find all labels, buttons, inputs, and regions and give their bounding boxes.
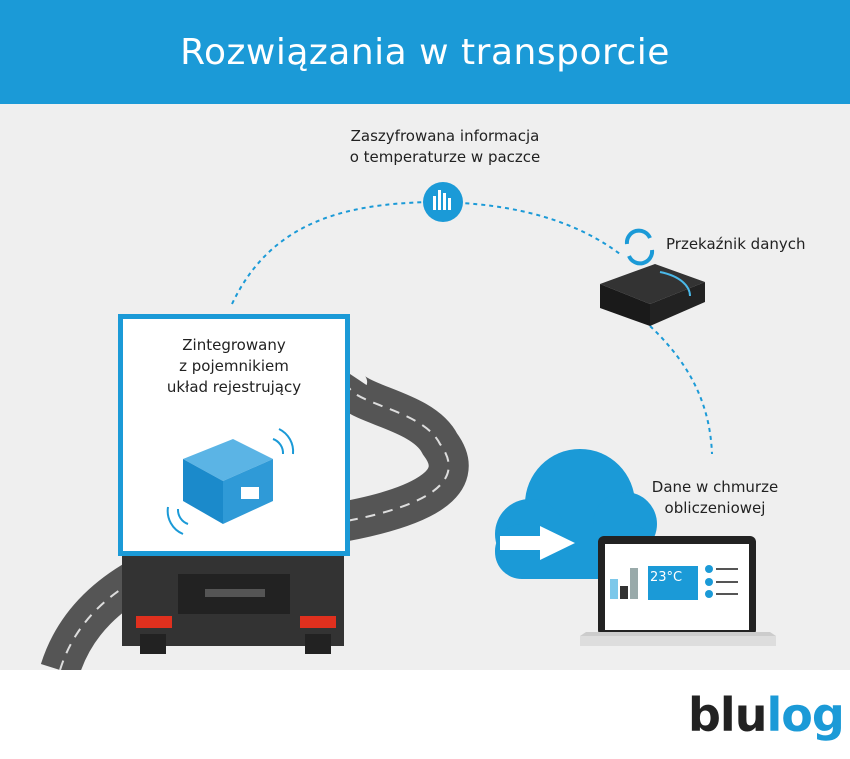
encrypted-data-label: Zaszyfrowana informacja o temperaturze w… <box>349 127 541 166</box>
recorder-label: Zintegrowany z pojemnikiem układ rejestr… <box>166 336 302 396</box>
truck-image <box>122 554 344 654</box>
recorder-panel: Zintegrowany z pojemnikiem układ rejestr… <box>118 314 350 556</box>
arrow-right-icon <box>500 526 575 560</box>
page-title: Rozwiązania w transporcie <box>180 31 670 73</box>
relay-device-image <box>600 264 705 326</box>
blulog-logo: blulog <box>688 688 845 742</box>
signal-icon <box>272 428 295 455</box>
cloud-label: Dane w chmurze obliczeniowej <box>651 478 779 517</box>
scene-graphics <box>40 182 776 670</box>
logo-part-1: blu <box>688 688 767 742</box>
signal-icon <box>166 506 189 535</box>
laptop-image <box>580 536 776 646</box>
data-flow-arrow <box>649 325 713 455</box>
chart-icon <box>423 182 463 222</box>
data-flow-arrow <box>231 200 621 305</box>
logo-part-2: log <box>766 688 844 742</box>
temperature-readout: 23°C <box>650 570 683 585</box>
header-banner: Rozwiązania w transporcie <box>0 0 850 104</box>
container-image <box>166 428 295 535</box>
relay-label: Przekaźnik danych <box>666 235 806 253</box>
sync-icon <box>624 228 655 266</box>
